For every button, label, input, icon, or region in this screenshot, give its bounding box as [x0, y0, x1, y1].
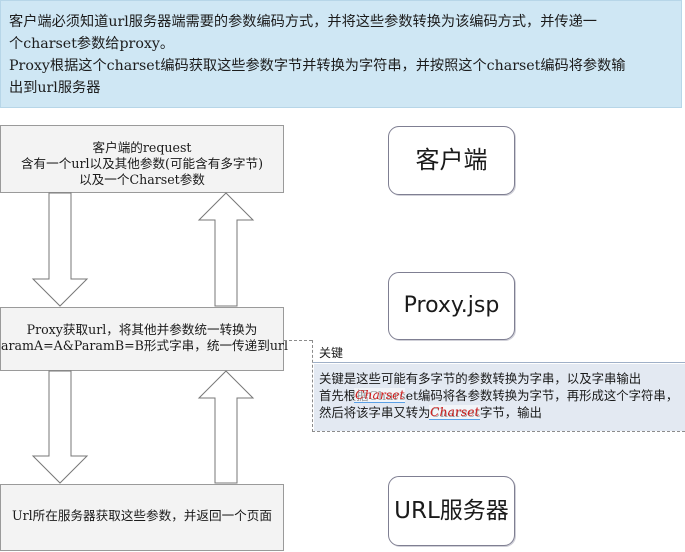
key-note-divider: [313, 362, 685, 363]
down-arrow-request-to-proxy: [31, 192, 89, 307]
url-box-line-1: Url所在服务器获取这些参数，并返回一个页面: [12, 508, 272, 523]
proxy-label-box: Proxy.jsp: [388, 272, 515, 340]
banner-line-2: 个charset参数给proxy。: [9, 36, 175, 52]
banner-line-4: 出到url服务器: [9, 80, 101, 96]
up-arrow-proxy-to-request: [197, 192, 255, 307]
key-note-callout: 关键 关键是这些可能有多字节的参数转换为字串，以及字串输出 首先根据Charse…: [312, 340, 685, 432]
client-label-box: 客户端: [388, 126, 515, 195]
proxy-box-line-2: aramA=A&ParamB=B形式字串，统一传递到url: [1, 338, 288, 353]
banner-line-1: 客户端必须知道url服务器端需要的参数编码方式，并将这些参数转换为该编码方式，并…: [9, 14, 597, 30]
key-note-line-2: 首先根据Charset编码将各参数转换为字节，再形成这个字符串，: [319, 388, 679, 403]
url-server-box: Url所在服务器获取这些参数，并返回一个页面: [0, 484, 284, 551]
proxy-box-line-1: Proxy获取url，将其他并参数统一转换为: [26, 322, 258, 337]
request-box-line-1: 客户端的request: [92, 140, 192, 155]
request-box-line-3: 以及一个Charset参数: [79, 172, 205, 187]
key-note-line-3: 然后将该字串又转为Charset字节，输出: [319, 404, 685, 421]
description-banner: 客户端必须知道url服务器端需要的参数编码方式，并将这些参数转换为该编码方式，并…: [0, 0, 682, 108]
down-arrow-proxy-to-url: [31, 370, 89, 484]
proxy-box: Proxy获取url，将其他并参数统一转换为 aramA=A&ParamB=B形…: [0, 307, 288, 371]
request-box-line-2: 含有一个url以及其他参数(可能含有多字节): [20, 156, 264, 171]
key-note-body: 关键是这些可能有多字节的参数转换为字串，以及字串输出 首先根据Charset编码…: [314, 364, 685, 431]
url-server-label-box: URL服务器: [388, 476, 515, 546]
up-arrow-url-to-proxy: [197, 370, 255, 484]
banner-line-3: Proxy根据这个charset编码获取这些参数字节并转换为字符串，并按照这个c…: [9, 58, 626, 74]
key-note-title: 关键: [319, 346, 344, 360]
note-connector-line: [284, 340, 312, 341]
request-box: 客户端的request 含有一个url以及其他参数(可能含有多字节) 以及一个C…: [0, 125, 284, 193]
charset-highlight-2: Charset: [429, 404, 481, 420]
charset-highlight-1: Charset: [354, 387, 406, 403]
key-note-line-1: 关键是这些可能有多字节的参数转换为字串，以及字串输出: [319, 371, 642, 386]
